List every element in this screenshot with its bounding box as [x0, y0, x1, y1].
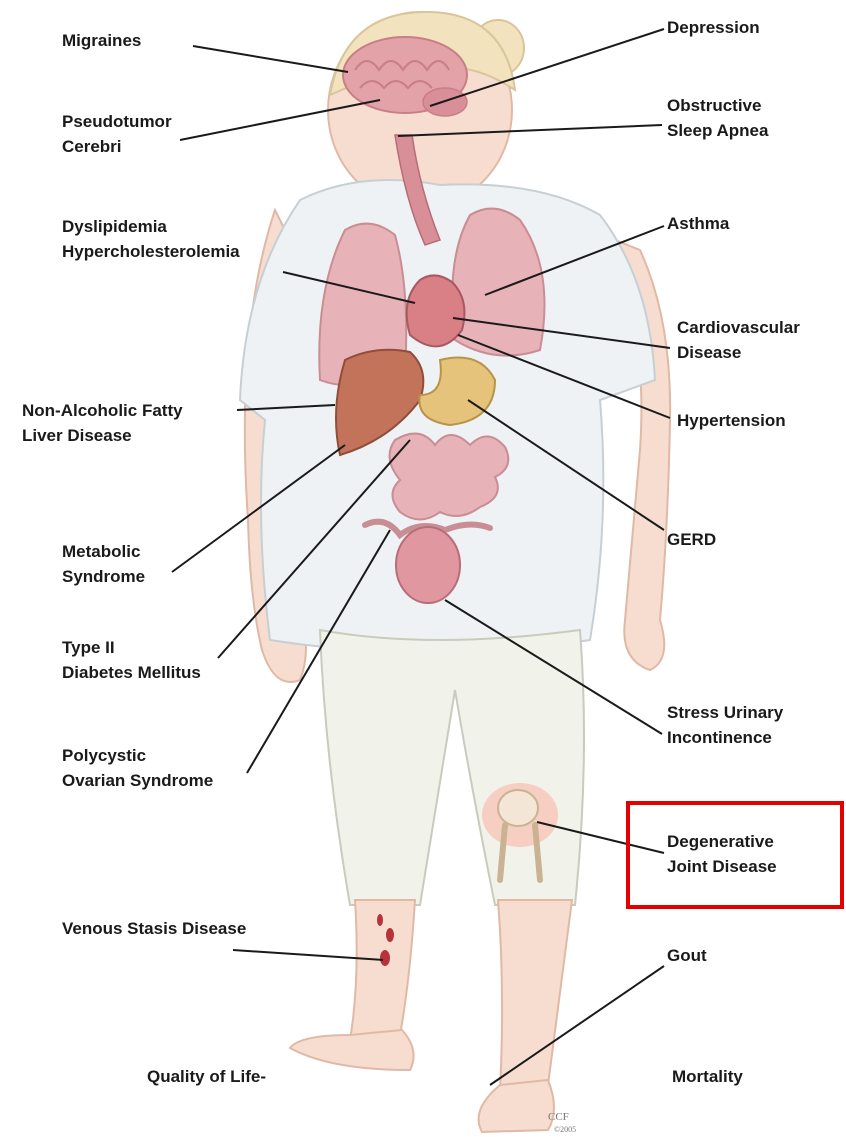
venous-sore — [377, 914, 383, 926]
left-foot — [290, 1030, 414, 1070]
label-quality-of-life: Quality of Life- — [147, 1064, 266, 1089]
label-gout: Gout — [667, 943, 707, 968]
right-leg — [498, 900, 572, 1090]
label-venous-stasis: Venous Stasis Disease — [62, 916, 246, 941]
leader-line-migraines — [193, 46, 348, 72]
signature-text: CCF — [548, 1111, 569, 1123]
venous-sore — [386, 928, 394, 942]
bladder — [396, 527, 460, 603]
label-migraines: Migraines — [62, 28, 141, 53]
label-gerd: GERD — [667, 527, 716, 552]
label-depression: Depression — [667, 15, 760, 40]
label-asthma: Asthma — [667, 211, 729, 236]
right-foot — [479, 1080, 554, 1132]
venous-sore — [380, 950, 390, 966]
knee-joint — [498, 790, 538, 826]
signature-year: ©2005 — [554, 1125, 576, 1134]
label-mortality: Mortality — [672, 1064, 743, 1089]
label-hypertension: Hypertension — [677, 408, 786, 433]
heart — [407, 275, 465, 346]
shorts — [320, 630, 584, 905]
highlight-box — [626, 801, 844, 909]
